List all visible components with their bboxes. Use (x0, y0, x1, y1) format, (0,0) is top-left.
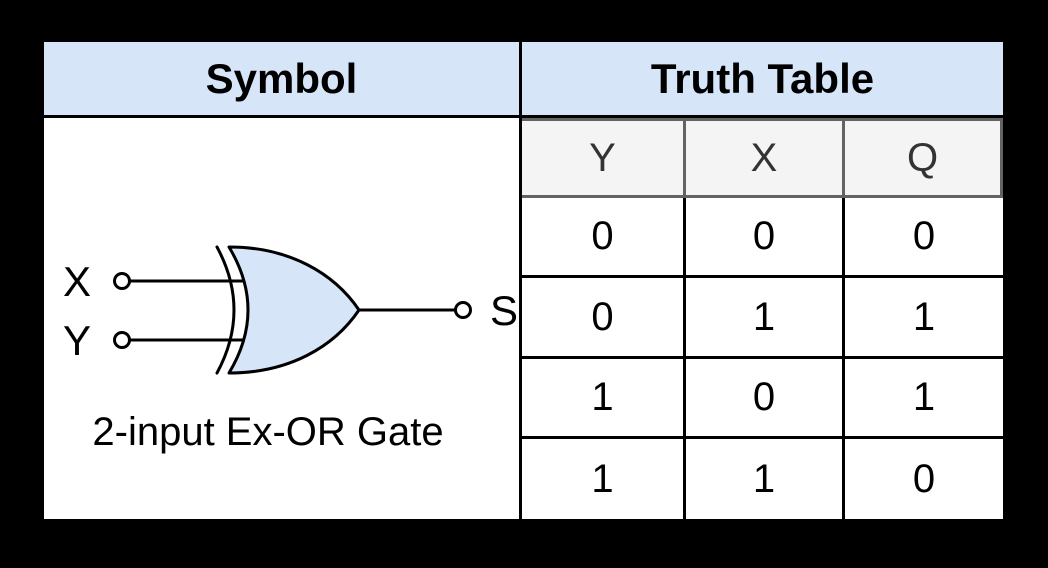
truth-table-col-header-y: Y (522, 118, 683, 198)
truth-table-cell-r4-y: 1 (591, 456, 614, 501)
input-x-terminal-circle (113, 272, 131, 290)
gate-caption: 2-input Ex-OR Gate (92, 410, 443, 454)
xor-gate-diagram: X Y S 2-input Ex-OR Gate (63, 245, 518, 454)
truth-table-cell-r2-x: 1 (683, 278, 842, 359)
truth-table-cell-r2-q: 1 (842, 278, 1003, 359)
input-y-terminal-circle (113, 331, 131, 349)
truth-table-cell-r1-y: 0 (522, 198, 683, 278)
gate-reference-table: Symbol Truth Table X Y S 2-input Ex-OR G… (44, 42, 1003, 519)
symbol-header-label: Symbol (205, 54, 358, 102)
truth-table-column-header: Truth Table (522, 42, 1003, 118)
truth-table-cell-r3-q: 1 (842, 359, 1003, 439)
output-s-label: S (490, 287, 518, 334)
symbol-cell: X Y S 2-input Ex-OR Gate (44, 118, 522, 519)
truth-table-cell-r4-q: 0 (842, 439, 1003, 519)
input-x-label: X (63, 258, 91, 305)
input-y-label: Y (63, 317, 91, 364)
truth-table-cell-r3-y: 1 (522, 359, 683, 439)
symbol-column-header: Symbol (44, 42, 522, 118)
truth-table-cell-r1-q: 0 (842, 198, 1003, 278)
xor-input-arc (215, 245, 236, 375)
truth-table: Y X Q 0 0 0 0 1 1 1 0 1 1 1 0 (522, 118, 1003, 519)
xor-gate-body (227, 245, 361, 375)
truth-table-cell-r2-y: 0 (522, 278, 683, 359)
truth-table-cell-r3-x: 0 (683, 359, 842, 439)
truth-table-cell-r4-x: 1 (683, 439, 842, 519)
output-terminal-circle (454, 301, 472, 319)
truth-table-col-header-q: Q (842, 118, 1003, 198)
truth-table-header-label: Truth Table (650, 54, 875, 102)
truth-table-col-header-x: X (683, 118, 842, 198)
truth-table-cell-r1-x: 0 (683, 198, 842, 278)
